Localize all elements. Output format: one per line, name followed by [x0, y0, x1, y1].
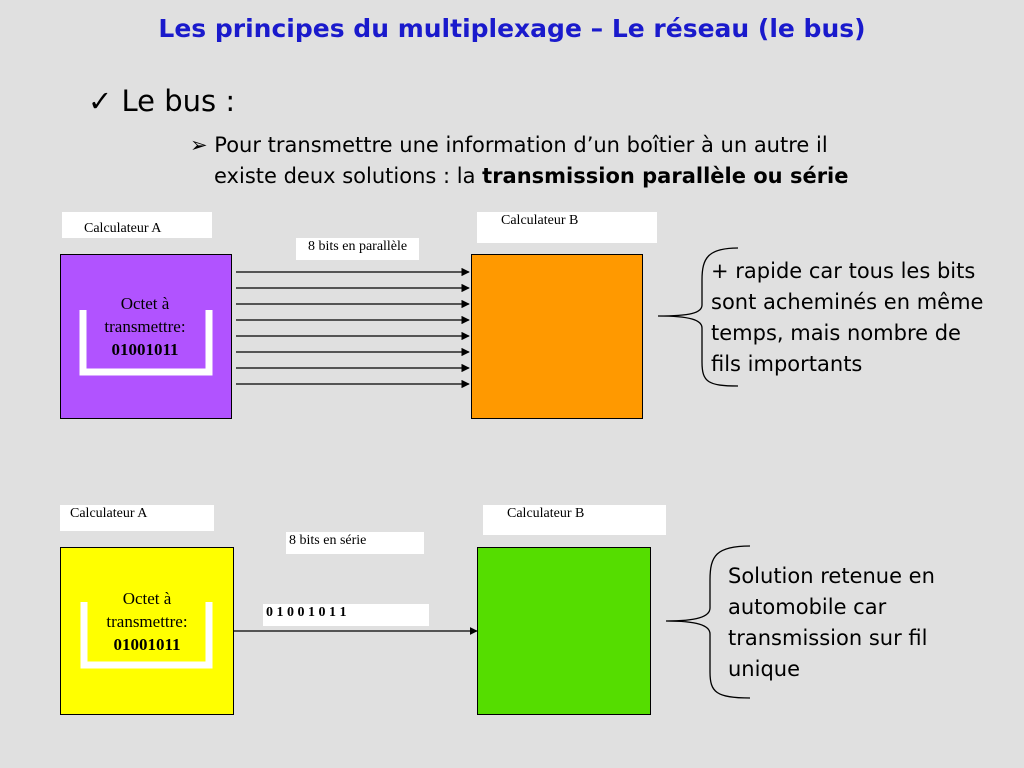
parallel-octet-line1: Octet à [120, 294, 170, 313]
serial-bit-sequence: 0 1 0 0 1 0 1 1 [263, 604, 429, 626]
parallel-note-line: temps, mais nombre de [711, 321, 961, 345]
parallel-label-calculateur-a: Calculateur A [62, 212, 212, 238]
serial-bits-label: 8 bits en série [286, 532, 424, 554]
serial-brace [665, 545, 751, 699]
parallel-note: + rapide car tous les bits sont acheminé… [711, 256, 983, 380]
parallel-octet-container [79, 310, 213, 376]
serial-octet-value: 01001011 [113, 635, 181, 654]
parallel-octet-line2: transmettre: [104, 317, 186, 336]
bullet-line-2-bold: transmission parallèle ou série [482, 164, 849, 188]
serial-octet-container [80, 602, 213, 669]
serial-note-line: unique [728, 657, 801, 681]
parallel-note-line: + rapide car tous les bits [711, 259, 976, 283]
bullet-transmission: ➢ Pour transmettre une information d’un … [190, 130, 849, 192]
serial-octet-line2: transmettre: [106, 612, 188, 631]
serial-calculateur-b-box [477, 547, 651, 715]
serial-note-line: Solution retenue en [728, 564, 935, 588]
bullet-line-1: Pour transmettre une information d’un bo… [214, 133, 828, 157]
parallel-note-line: sont acheminés en même [711, 290, 984, 314]
serial-note-line: transmission sur fil [728, 626, 928, 650]
check-icon: ✓ [88, 84, 113, 118]
parallel-brace [657, 247, 739, 387]
serial-octet-text: Octet à transmettre: 01001011 [82, 587, 212, 656]
parallel-bits-label: 8 bits en parallèle [296, 238, 419, 260]
parallel-calculateur-b-box [471, 254, 643, 419]
serial-note-line: automobile car [728, 595, 887, 619]
page-title: Les principes du multiplexage – Le résea… [158, 14, 866, 43]
serial-note: Solution retenue en automobile car trans… [728, 561, 935, 685]
bullet-le-bus: ✓ Le bus : [88, 84, 235, 118]
serial-label-calculateur-b: Calculateur B [483, 505, 666, 535]
parallel-label-calculateur-b: Calculateur B [477, 212, 657, 243]
parallel-octet-value: 01001011 [111, 340, 179, 359]
bullet-le-bus-text: Le bus : [121, 84, 236, 118]
arrow-bullet-icon: ➢ [190, 133, 208, 157]
parallel-calculateur-a-box [60, 254, 232, 419]
serial-calculateur-a-box [60, 547, 234, 715]
parallel-wires [236, 267, 470, 389]
bullet-line-2: existe deux solutions : la [214, 164, 483, 188]
serial-octet-line1: Octet à [122, 589, 172, 608]
parallel-octet-text: Octet à transmettre: 01001011 [80, 292, 210, 361]
serial-label-calculateur-a: Calculateur A [60, 505, 214, 531]
parallel-note-line: fils importants [711, 352, 863, 376]
